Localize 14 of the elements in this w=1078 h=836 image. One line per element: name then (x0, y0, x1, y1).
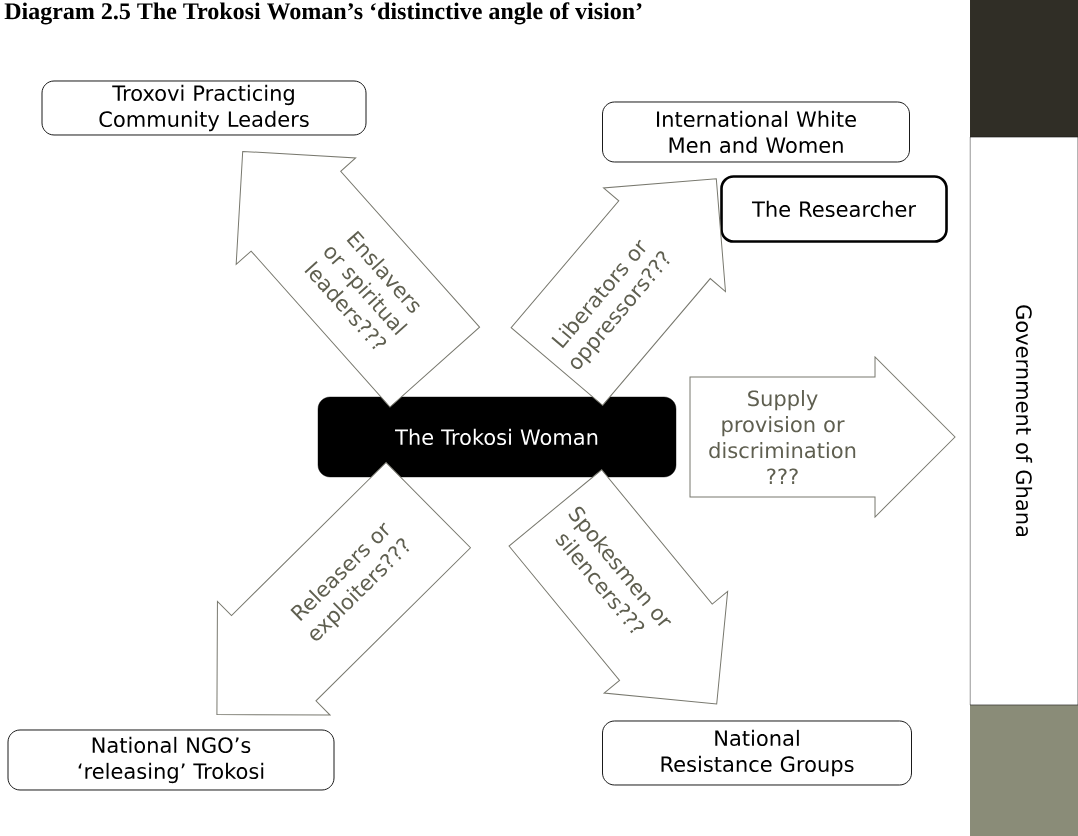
label-box: The Researcher (720, 175, 948, 243)
block-arrow (689, 356, 956, 518)
label-box: National NGO’s ‘releasing’ Trokosi (7, 729, 335, 791)
block-arrow (216, 462, 471, 716)
block-arrow (510, 178, 726, 406)
block-arrow (508, 469, 729, 705)
label-box: National Resistance Groups (602, 720, 912, 786)
center-box: The Trokosi Woman (317, 396, 677, 478)
label-box: International White Men and Women (602, 101, 910, 163)
title: Diagram 2.5 The Trokosi Woman’s ‘distinctive angle of vision’ (4, 2, 642, 25)
label-box: Troxovi Practicing Community Leaders (41, 80, 367, 136)
edge-label: Supply provision or discrimination ??? (709, 390, 856, 484)
block-arrow (235, 150, 481, 408)
side-panel: Government of Ghana (969, 136, 1078, 706)
